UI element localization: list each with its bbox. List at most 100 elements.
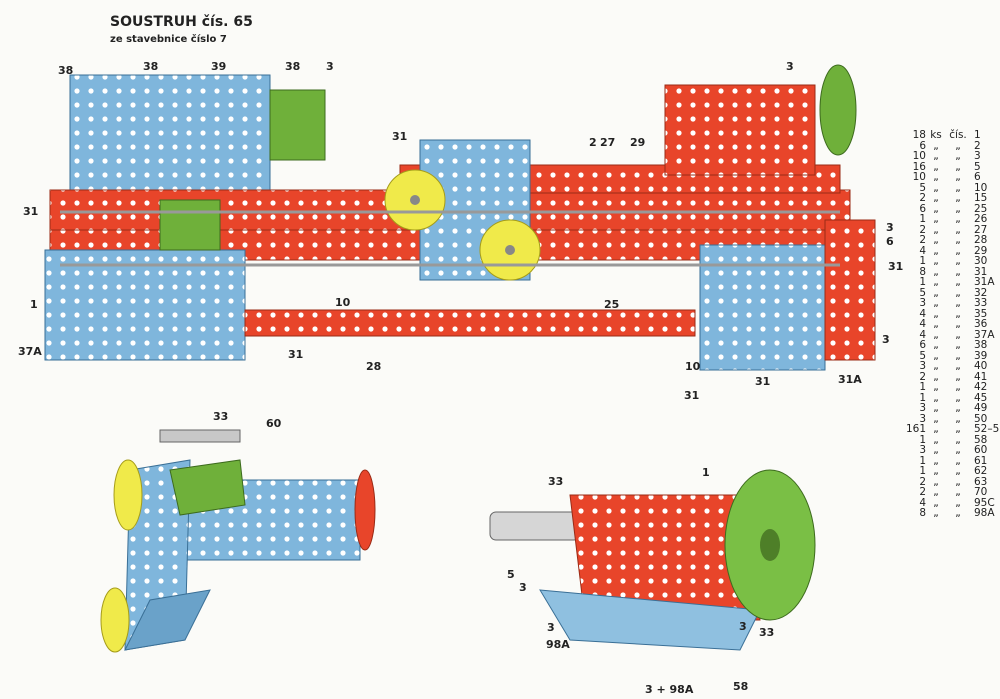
callout-label: 3 [547,621,555,634]
part-quantity: 161 [905,423,926,435]
unit-label: „ [933,139,939,152]
number-label: „ [955,496,961,509]
part-number: 27 [974,223,988,236]
part-number: 98A [974,507,995,519]
part-number: 39 [974,349,988,362]
unit-label: „ [933,475,939,488]
unit-label: „ [933,192,939,204]
callout-label: 3 [326,60,334,73]
unit-label: „ [933,402,939,414]
callout-label: 58 [733,680,749,693]
unit-label: „ [933,223,939,236]
parts-list-row: 5„„32 [904,286,1000,299]
unit-label: „ [933,465,939,477]
part-quantity: 2 [919,475,926,488]
part-number: 95C [974,496,995,509]
number-label: „ [955,360,961,372]
part-number: 1 [974,129,981,141]
part-quantity: 5 [919,286,926,299]
number-label: „ [955,444,961,456]
part-number: 45 [974,391,988,404]
unit-label: „ [933,423,939,435]
callout-label: 2 [589,136,597,149]
part-quantity: 1 [919,433,926,446]
parts-list-row: 16„„5 [904,160,1000,173]
number-label: „ [955,370,961,383]
parts-list-row: 6„„38 [904,340,1000,351]
part-quantity: 2 [919,234,926,246]
part-quantity: 2 [919,223,926,236]
unit-label: „ [933,171,939,183]
part-number: 63 [974,475,988,488]
number-label: „ [955,297,961,309]
sheet-subtitle: ze stavebnice číslo 7 [110,34,227,45]
unit-label: „ [933,255,939,267]
number-label: čís. [949,129,967,141]
number-label: „ [955,213,961,225]
part-quantity: 3 [919,402,926,414]
unit-label: „ [933,433,939,446]
callout-label: 33 [213,410,229,423]
callout-label: 38 [143,60,159,73]
part-quantity: 8 [919,265,926,278]
part-quantity: 3 [919,444,926,456]
parts-list-row: 4„„95C [904,496,1000,509]
unit-label: „ [933,328,939,341]
number-label: „ [955,244,961,257]
part-number: 42 [974,381,988,393]
part-quantity: 3 [919,360,926,372]
part-quantity: 16 [912,160,926,173]
callout-label: 38 [58,64,74,77]
parts-list-row: 1 „ „ 58 [904,433,1000,446]
unit-label: „ [933,486,939,498]
part-quantity: 4 [919,307,926,320]
callout-label: 98A [546,638,570,651]
part-quantity: 10 [912,171,926,183]
part-number: 3 [974,150,981,162]
callout-label: 38 [285,60,301,73]
callout-label: 33 [759,626,775,639]
part-quantity: 8 [919,507,926,519]
unit-label: „ [933,339,939,351]
parts-list-row: 3„„40 [904,361,1000,372]
callout-label: 31 [755,375,771,388]
part-number: 41 [974,370,988,383]
number-label: „ [955,192,961,204]
number-label: „ [955,391,961,404]
number-label: „ [955,328,961,341]
unit-label: ks [930,129,942,141]
parts-list-row: 4„„37A [904,328,1000,341]
number-label: „ [955,423,961,435]
callout-label: 27 [600,136,616,149]
callout-label: 10 [685,360,701,373]
parts-list-row: 5„„10 [904,182,1000,194]
parts-list-row: 2 „ „ 27 [904,223,1000,236]
parts-list-row: 3„„60 [904,445,1000,456]
part-quantity: 2 [919,370,926,383]
unit-label: „ [933,150,939,162]
part-number: 52–53 [974,423,1000,435]
part-quantity: 18 [912,129,926,141]
unit-label: „ [933,286,939,299]
part-quantity: 4 [919,244,926,257]
unit-label: „ [933,349,939,362]
headstock-detail-drawing [100,429,376,653]
part-quantity: 2 [919,486,926,498]
parts-list-row: 4„„35 [904,307,1000,320]
number-label: „ [955,433,961,446]
part-number: 58 [974,433,988,446]
part-number: 61 [974,454,988,467]
part-number: 6 [974,171,981,183]
part-quantity: 3 [919,297,926,309]
unit-label: „ [933,202,939,215]
callout-label: 5 [507,568,515,581]
unit-label: „ [933,391,939,404]
number-label: „ [955,223,961,236]
unit-label: „ [933,234,939,246]
number-label: „ [955,349,961,362]
callout-label: 3 [519,581,527,594]
callout-label: 3 [786,60,794,73]
number-label: „ [955,507,961,519]
